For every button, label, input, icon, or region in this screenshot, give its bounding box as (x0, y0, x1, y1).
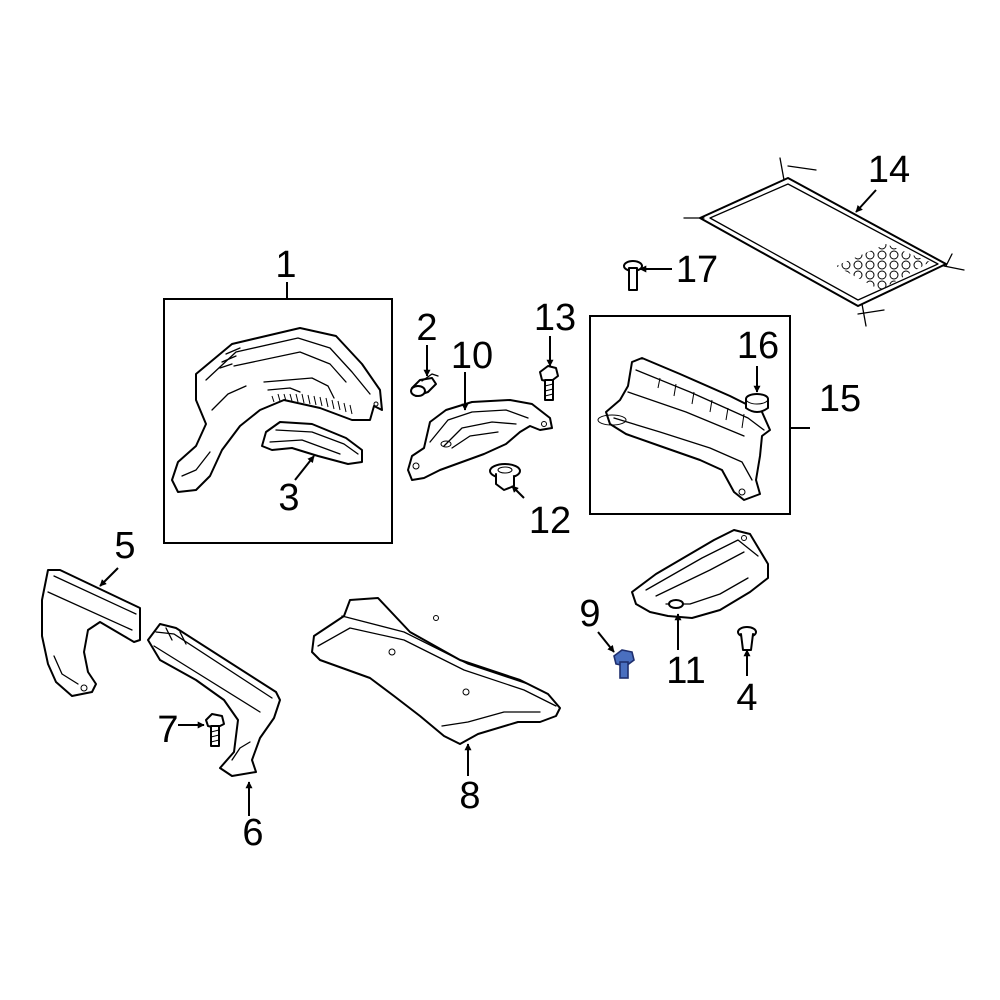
part-3-bracket[interactable] (261, 421, 363, 465)
callout-4: 4 (736, 677, 757, 719)
part-16-plug[interactable] (745, 393, 769, 413)
part-12-nut[interactable] (489, 463, 521, 491)
part-11-tray[interactable] (631, 529, 769, 619)
part-1-assembly-box: 1 3 (163, 244, 393, 544)
callout-16: 16 (737, 325, 779, 367)
callout-11: 11 (666, 650, 705, 692)
part-5-side-shield[interactable] (41, 569, 141, 697)
part-2-push-pin[interactable] (410, 373, 439, 397)
part-15-reinforcement[interactable] (597, 357, 771, 501)
callout-12: 12 (529, 500, 571, 542)
callout-14: 14 (868, 149, 910, 191)
part-7-bolt[interactable] (205, 713, 225, 747)
callout-6: 6 (242, 812, 263, 854)
callout-13: 13 (534, 297, 576, 339)
callout-1: 1 (275, 244, 296, 286)
callout-17: 17 (676, 249, 718, 291)
part-17-push-pin[interactable] (623, 260, 643, 291)
part-6-rail[interactable] (147, 623, 281, 777)
callout-9: 9 (579, 593, 600, 635)
callout-10: 10 (451, 335, 493, 377)
part-1-housing[interactable] (171, 327, 383, 493)
callout-2: 2 (416, 307, 437, 349)
part-14-cargo-net[interactable] (683, 157, 965, 327)
callout-5: 5 (114, 525, 135, 567)
part-10-bracket[interactable] (407, 399, 553, 481)
callout-15: 15 (819, 378, 861, 420)
part-9-bolt[interactable] (613, 649, 635, 679)
callout-7: 7 (157, 709, 178, 751)
part-4-push-pin[interactable] (737, 626, 757, 651)
callout-8: 8 (459, 775, 480, 817)
part-8-underbody-panel[interactable] (311, 597, 561, 745)
callout-3: 3 (278, 477, 299, 519)
part-15-assembly-box: 16 (589, 315, 810, 515)
part-13-bolt[interactable] (539, 365, 559, 401)
